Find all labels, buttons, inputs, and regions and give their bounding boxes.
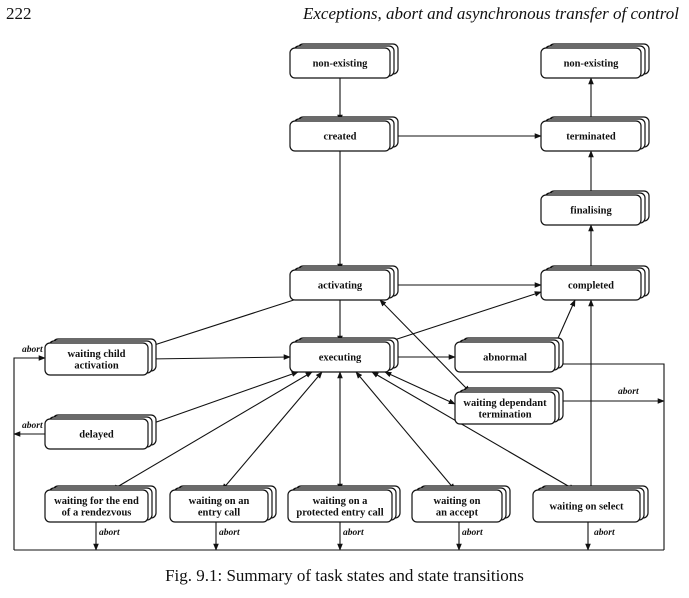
state-box bbox=[289, 341, 391, 373]
abort-labels: abort abort abort abort abort abort abort abort bbox=[22, 345, 639, 538]
abort-label-waitingdependant: abort bbox=[618, 387, 639, 397]
abort-path-waitingchild bbox=[13, 355, 46, 550]
edge-executing-waitingchild bbox=[147, 354, 291, 362]
state-label: non-existing bbox=[313, 59, 369, 70]
state-label: waiting on an bbox=[189, 496, 250, 507]
state-finalising: finalising bbox=[540, 190, 650, 226]
state-non-existing-right: non-existing bbox=[540, 43, 650, 79]
state-box bbox=[289, 47, 391, 79]
task-state-diagram: non-existing created activating executing wa… bbox=[13, 43, 665, 551]
edge-executing-waitingdependant bbox=[384, 371, 456, 405]
state-box bbox=[289, 120, 391, 152]
state-completed: completed bbox=[540, 265, 650, 301]
abort-path-abnormal bbox=[554, 361, 665, 550]
edge-executing-completed bbox=[384, 291, 542, 344]
edge-executing-accept bbox=[355, 371, 456, 491]
state-label: terminated bbox=[566, 132, 616, 143]
edge-executing-select bbox=[371, 371, 576, 491]
state-box bbox=[289, 269, 391, 301]
state-label: abnormal bbox=[483, 353, 527, 364]
state-box bbox=[169, 489, 269, 523]
state-box bbox=[454, 391, 556, 425]
state-label: delayed bbox=[79, 430, 114, 441]
abort-label-protected: abort bbox=[343, 528, 364, 538]
abort-label-select: abort bbox=[594, 528, 615, 538]
transition-edges bbox=[13, 77, 665, 551]
page-number: 222 bbox=[6, 4, 32, 23]
abort-label-accept: abort bbox=[462, 528, 483, 538]
abort-label-delayed: abort bbox=[22, 421, 43, 431]
state-box bbox=[540, 47, 642, 79]
state-label: completed bbox=[568, 281, 614, 292]
state-box bbox=[44, 418, 149, 450]
state-label: created bbox=[323, 132, 356, 143]
state-activating: activating bbox=[289, 265, 399, 301]
state-label: of a rendezvous bbox=[62, 507, 132, 518]
state-created: created bbox=[289, 116, 399, 152]
abort-label-waitingchild: abort bbox=[22, 345, 43, 355]
state-delayed: delayed bbox=[44, 414, 157, 450]
state-executing: executing bbox=[289, 337, 399, 373]
state-box bbox=[540, 194, 642, 226]
state-box bbox=[540, 269, 642, 301]
state-box bbox=[44, 489, 149, 523]
state-label: protected entry call bbox=[296, 507, 383, 518]
page-header: 222 Exceptions, abort and asynchronous t… bbox=[6, 4, 679, 26]
running-title: Exceptions, abort and asynchronous trans… bbox=[302, 4, 679, 23]
state-label: finalising bbox=[570, 206, 612, 217]
edge-executing-entry bbox=[221, 371, 323, 491]
figure-caption: Fig. 9.1: Summary of task states and sta… bbox=[165, 566, 524, 585]
abort-label-rendezvous: abort bbox=[99, 528, 120, 538]
state-label: activating bbox=[318, 281, 363, 292]
state-label: termination bbox=[478, 409, 531, 420]
state-label: an accept bbox=[436, 507, 479, 518]
state-label: non-existing bbox=[564, 59, 620, 70]
state-label: entry call bbox=[198, 507, 240, 518]
state-label: waiting on bbox=[434, 496, 481, 507]
state-label: waiting child bbox=[67, 349, 125, 360]
state-box bbox=[44, 342, 149, 376]
edge-activating-waitingchild bbox=[147, 297, 301, 348]
state-nodes: non-existing created activating executing wa… bbox=[44, 43, 650, 523]
state-terminated: terminated bbox=[540, 116, 650, 152]
state-label: waiting for the end bbox=[54, 496, 139, 507]
state-label: activation bbox=[74, 360, 118, 371]
state-box bbox=[454, 341, 556, 373]
state-label: waiting dependant bbox=[463, 398, 547, 409]
edge-executing-delayed bbox=[147, 371, 299, 426]
state-box bbox=[532, 489, 641, 523]
state-abnormal: abnormal bbox=[454, 337, 564, 373]
state-label: executing bbox=[319, 353, 362, 364]
state-box bbox=[287, 489, 393, 523]
state-box bbox=[540, 120, 642, 152]
abort-label-entry: abort bbox=[219, 528, 240, 538]
state-label: waiting on a bbox=[313, 496, 369, 507]
state-waiting-select: waiting on select bbox=[532, 485, 649, 523]
state-label: waiting on select bbox=[549, 502, 624, 513]
state-box bbox=[411, 489, 503, 523]
state-non-existing-top: non-existing bbox=[289, 43, 399, 79]
